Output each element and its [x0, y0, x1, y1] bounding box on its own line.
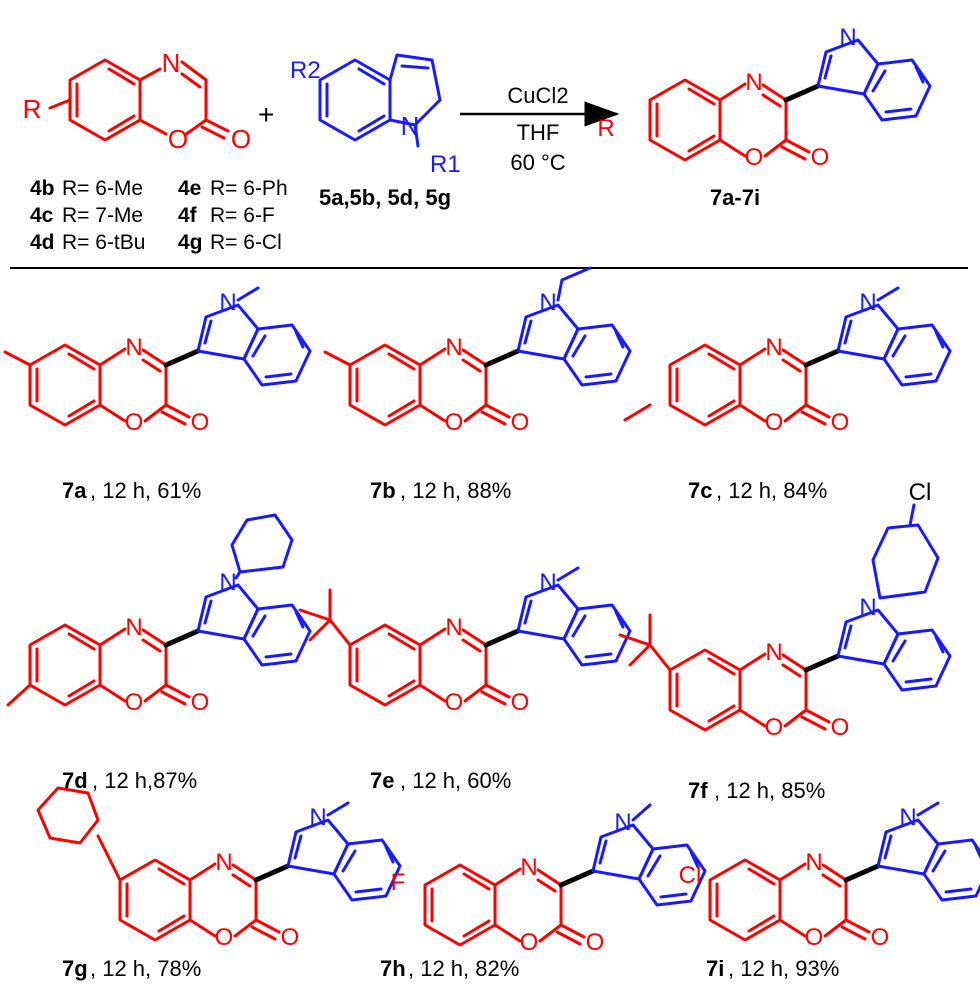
svg-text:N: N [859, 289, 876, 316]
rgroup-id-4b: 4b [30, 177, 55, 200]
product-7b-structure: N [323, 266, 630, 436]
svg-text:N: N [401, 111, 420, 141]
svg-text:N: N [162, 48, 181, 78]
r-group-legend: 4b R= 6-Me 4c R= 7-Me 4d R= 6-tBu 4e R= … [30, 177, 288, 254]
indole-set-label: 5a,5b, 5d, 5g [319, 185, 451, 210]
rgroup-id-4e: 4e [178, 177, 201, 200]
product-id-7i: 7i [706, 956, 724, 981]
product-range-label: 7a-7i [710, 185, 760, 210]
product-conditions-7i: , 12 h, 93% [728, 956, 839, 981]
solvent-label: THF [517, 120, 560, 145]
chloro-substituent-label: Cl [679, 862, 702, 889]
svg-text:N: N [309, 804, 326, 831]
svg-text:N: N [614, 809, 631, 836]
svg-text:O: O [168, 124, 188, 154]
product-id-7a: 7a [62, 478, 87, 503]
rgroup-value-4b: R= 6-Me [62, 177, 143, 200]
temperature-label: 60 °C [510, 150, 565, 175]
svg-text:N: N [219, 289, 236, 316]
product-conditions-7b: , 12 h, 88% [400, 478, 511, 503]
rgroup-value-4e: R= 6-Ph [210, 177, 288, 200]
product-conditions-7h: , 12 h, 82% [408, 956, 519, 981]
product-id-7e: 7e [370, 768, 394, 793]
svg-text:N: N [839, 24, 856, 51]
product-id-7b: 7b [370, 478, 396, 503]
fluoro-atom-label: F [391, 869, 406, 896]
rgroup-id-4f: 4f [178, 204, 198, 227]
product-general-structure: N R [597, 24, 930, 171]
substituent-r-label: R [23, 94, 42, 124]
svg-text:O: O [231, 124, 251, 154]
svg-text:N: N [219, 569, 236, 596]
product-7g-structure: N [36, 786, 400, 951]
svg-text:N: N [859, 594, 876, 621]
rgroup-value-4f: R= 6-F [210, 204, 275, 227]
reactant-indole: N R2 R1 [290, 53, 461, 178]
product-7d-structure: N [6, 513, 310, 716]
chloro-atom-label: Cl [909, 479, 932, 506]
substituent-r1-label: R1 [430, 151, 461, 178]
product-7i-structure: Cl N [679, 801, 980, 951]
product-id-7h: 7h [380, 956, 406, 981]
product-id-7g: 7g [62, 956, 88, 981]
product-7c-structure: N [623, 286, 950, 436]
svg-text:N: N [539, 289, 556, 316]
svg-text:N: N [899, 804, 916, 831]
reactant-benzoxazinone: N O O R [23, 48, 252, 154]
reagent-label: CuCl2 [507, 83, 568, 108]
plus-sign: + [258, 99, 274, 130]
svg-text:R: R [597, 115, 614, 142]
product-id-7f: 7f [688, 778, 708, 803]
svg-text:N: N [539, 569, 556, 596]
product-conditions-7c: , 12 h, 84% [716, 478, 827, 503]
rgroup-id-4g: 4g [178, 231, 203, 254]
rgroup-id-4d: 4d [30, 231, 55, 254]
product-id-7c: 7c [688, 478, 712, 503]
product-7f-structure: N Cl [618, 479, 950, 741]
product-conditions-7f: , 12 h, 85% [714, 778, 825, 803]
product-7a-structure: N [3, 286, 310, 436]
rgroup-value-4c: R= 7-Me [62, 204, 143, 227]
product-conditions-7a: , 12 h, 61% [90, 478, 201, 503]
rgroup-id-4c: 4c [30, 204, 54, 227]
rgroup-value-4g: R= 6-Cl [210, 231, 282, 254]
substituent-r2-label: R2 [290, 57, 321, 84]
rgroup-value-4d: R= 6-tBu [62, 231, 145, 254]
product-conditions-7g: , 12 h, 78% [90, 956, 201, 981]
product-7e-structure: N [298, 566, 630, 716]
product-conditions-7e: , 12 h, 60% [400, 768, 511, 793]
product-conditions-7d: , 12 h,87% [92, 768, 197, 793]
product-7h-structure: F N [391, 803, 705, 956]
